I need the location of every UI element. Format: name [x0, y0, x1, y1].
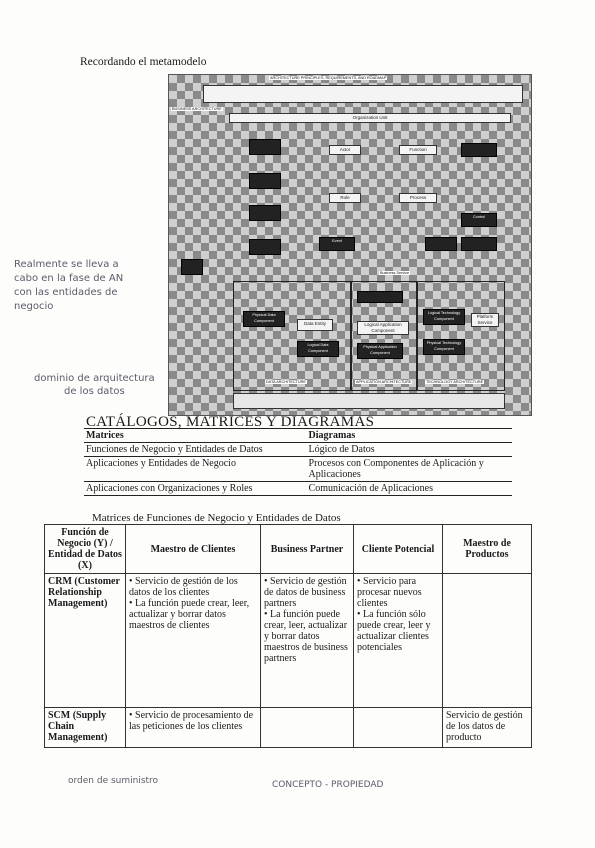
- handwritten-note-4: CONCEPTO - PROPIEDAD: [272, 780, 384, 790]
- platform-service-box: Platform Service: [471, 313, 499, 327]
- data-arch-label: DATA ARCHITECTURE: [265, 380, 307, 384]
- role-box: Role: [329, 193, 361, 203]
- function-box: Function: [399, 145, 437, 155]
- physical-tech-box: Physical Technology Component: [423, 339, 465, 355]
- dark-box-7: [425, 237, 457, 251]
- business-arch-label: BUSINESS ARCHITECTURE: [171, 107, 223, 111]
- dark-box-1: [249, 139, 281, 155]
- dark-box-8: [181, 259, 203, 275]
- matrix-title: Matrices de Funciones de Negocio y Entid…: [92, 512, 341, 524]
- matrix-cell-line: Servicio de gestión de los datos de prod…: [446, 710, 523, 743]
- matrix-cell-line: • Servicio para procesar nuevos clientes: [357, 576, 422, 609]
- app-arch-label: APPLICATION ARCHITECTURE: [355, 380, 413, 384]
- app-dark-1: [357, 291, 403, 303]
- matrix-cell: • Servicio para procesar nuevos clientes…: [353, 573, 443, 708]
- logical-data-box: Logical Data Component: [297, 341, 339, 357]
- table-row: SCM (Supply Chain Management) • Servicio…: [44, 707, 532, 748]
- matrix-cell: [260, 707, 354, 748]
- matrix-header-cell: Cliente Potencial: [353, 524, 443, 574]
- physical-data-box: Physical Data Component: [243, 311, 285, 327]
- table-row: Aplicaciones con Organizaciones y Roles …: [84, 481, 512, 496]
- matrix-header: Función de Negocio (Y) / Entidad de Dato…: [44, 524, 532, 574]
- metamodel-diagram: ARCHITECTURE PRINCIPLES, REQUIREMENTS, A…: [168, 74, 532, 416]
- logical-app-box: Logical Application Component: [357, 321, 409, 335]
- matrix-cell: [353, 707, 443, 748]
- handwritten-note-3: orden de suministro: [68, 776, 159, 786]
- note1-line: con las entidades de: [14, 287, 118, 298]
- matrix-row-label: SCM (Supply Chain Management): [44, 707, 126, 748]
- catalog-cell: Lógico de Datos: [306, 442, 512, 457]
- matrix-header-cell: Maestro de Clientes: [125, 524, 261, 574]
- logical-tech-box: Logical Technology Component: [423, 309, 465, 325]
- principles-bar: [203, 85, 523, 103]
- actor-box: Actor: [329, 145, 361, 155]
- dark-box-2: [249, 173, 281, 189]
- catalog-cell: Comunicación de Aplicaciones: [306, 481, 512, 496]
- process-box: Process: [399, 193, 437, 203]
- matrix-cell-line: • La función puede crear, leer, actualiz…: [264, 609, 348, 664]
- business-service-label: Business Service: [379, 271, 411, 275]
- note1-line: negocio: [14, 301, 54, 312]
- catalog-header: Matrices Diagramas: [84, 428, 512, 443]
- handwritten-note-1: Realmente se lleva a cabo en la fase de …: [14, 258, 123, 314]
- catalog-table: Matrices Diagramas Funciones de Negocio …: [84, 428, 512, 496]
- physical-app-box: Physical Application Component: [357, 343, 403, 359]
- handwritten-note-2: dominio de arquitectura de los datos: [34, 372, 155, 398]
- note1-line: Realmente se lleva a: [14, 259, 119, 270]
- dark-box-6: [461, 237, 497, 251]
- matrix-row-label: CRM (Customer Relationship Management): [44, 573, 126, 708]
- catalog-col-diagramas: Diagramas: [306, 428, 512, 443]
- dark-box-5: [461, 143, 497, 157]
- matrix-cell: [442, 573, 532, 708]
- legend-bar: [233, 393, 505, 409]
- dark-box-4: [249, 239, 281, 255]
- matrix-cell-line: • La función sólo puede crear, leer y ac…: [357, 609, 431, 653]
- data-arch-frame: [233, 281, 351, 391]
- matrix-cell-line: • La función puede crear, leer, actualiz…: [129, 598, 250, 631]
- app-arch-frame: [351, 281, 417, 391]
- dark-box-3: [249, 205, 281, 221]
- matrix-cell: • Servicio de gestión de datos de busine…: [260, 573, 354, 708]
- org-unit-box: Organization Unit: [229, 113, 511, 123]
- table-row: CRM (Customer Relationship Management) •…: [44, 573, 532, 708]
- matrix-header-cell: Business Partner: [260, 524, 354, 574]
- tech-arch-label: TECHNOLOGY ARCHITECTURE: [425, 380, 485, 384]
- matrix-cell: Servicio de gestión de los datos de prod…: [442, 707, 532, 748]
- page-heading: Recordando el metamodelo: [80, 56, 207, 68]
- data-entity-box: Data Entity: [297, 319, 333, 331]
- note1-line: cabo en la fase de AN: [14, 273, 124, 284]
- matrix-table: Función de Negocio (Y) / Entidad de Dato…: [44, 524, 532, 748]
- catalog-cell: Procesos con Componentes de Aplicación y…: [306, 456, 512, 482]
- table-row: Aplicaciones y Entidades de Negocio Proc…: [84, 456, 512, 482]
- note2-line: de los datos: [64, 386, 125, 397]
- catalog-title: CATÁLOGOS, MATRICES Y DIAGRAMAS: [86, 414, 375, 430]
- top-bar-label: ARCHITECTURE PRINCIPLES, REQUIREMENTS, A…: [269, 76, 388, 80]
- matrix-header-cell: Maestro de Productos: [442, 524, 532, 574]
- event-box: Event: [319, 237, 355, 251]
- matrix-cell: • Servicio de gestión de los datos de lo…: [125, 573, 261, 708]
- catalog-cell: Aplicaciones y Entidades de Negocio: [84, 456, 307, 482]
- matrix-cell-line: • Servicio de gestión de los datos de lo…: [129, 576, 238, 598]
- matrix-cell: • Servicio de procesamiento de las petic…: [125, 707, 261, 748]
- note2-line: dominio de arquitectura: [34, 373, 155, 384]
- matrix-cell-line: • Servicio de procesamiento de las petic…: [129, 710, 254, 732]
- control-box: Control: [461, 213, 497, 227]
- catalog-cell: Funciones de Negocio y Entidades de Dato…: [84, 442, 307, 457]
- tech-arch-frame: [417, 281, 505, 391]
- table-row: Funciones de Negocio y Entidades de Dato…: [84, 442, 512, 457]
- matrix-cell-line: • Servicio de gestión de datos de busine…: [264, 576, 347, 609]
- catalog-col-matrices: Matrices: [84, 428, 307, 443]
- matrix-header-cell: Función de Negocio (Y) / Entidad de Dato…: [44, 524, 126, 574]
- catalog-cell: Aplicaciones con Organizaciones y Roles: [84, 481, 307, 496]
